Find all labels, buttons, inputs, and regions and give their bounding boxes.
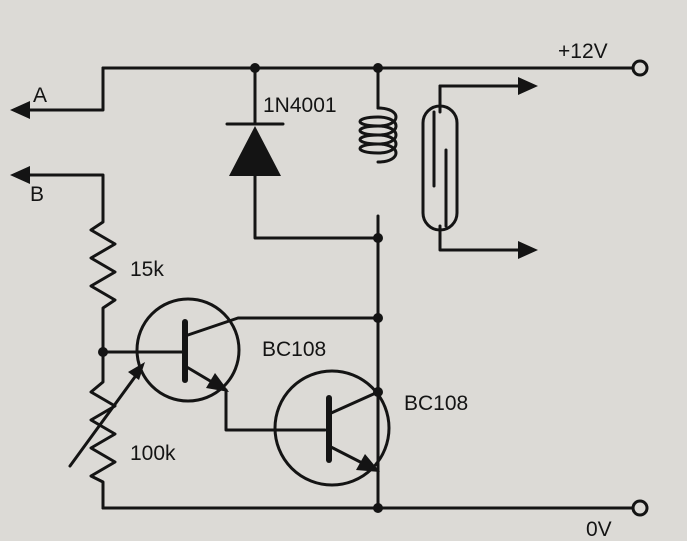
label-plus12v: +12V — [558, 40, 608, 63]
relay-coil — [358, 66, 398, 510]
supply-rail-positive — [26, 59, 649, 112]
transistor-tr1 — [135, 297, 380, 432]
label-diode: 1N4001 — [263, 94, 337, 117]
terminal-b-arrow[interactable] — [10, 166, 105, 212]
label-terminal-b: B — [30, 183, 44, 206]
transistor-tr2 — [273, 369, 391, 487]
label-resistor-100k: 100k — [130, 442, 176, 465]
junction-dots — [98, 63, 383, 513]
label-0v: 0V — [586, 518, 612, 541]
label-transistor-2: BC108 — [404, 392, 468, 415]
resistor-15k — [89, 208, 117, 354]
terminal-plus12v[interactable] — [631, 59, 649, 77]
label-transistor-1: BC108 — [262, 338, 326, 361]
supply-rail-zero — [101, 499, 649, 517]
terminal-a-arrow[interactable] — [10, 101, 30, 119]
variable-resistor-100k — [68, 350, 145, 510]
reed-switch — [421, 77, 538, 259]
label-terminal-a: A — [33, 84, 47, 107]
diode-1n4001 — [225, 66, 380, 240]
terminal-0v[interactable] — [631, 499, 649, 517]
label-resistor-15k: 15k — [130, 258, 164, 281]
